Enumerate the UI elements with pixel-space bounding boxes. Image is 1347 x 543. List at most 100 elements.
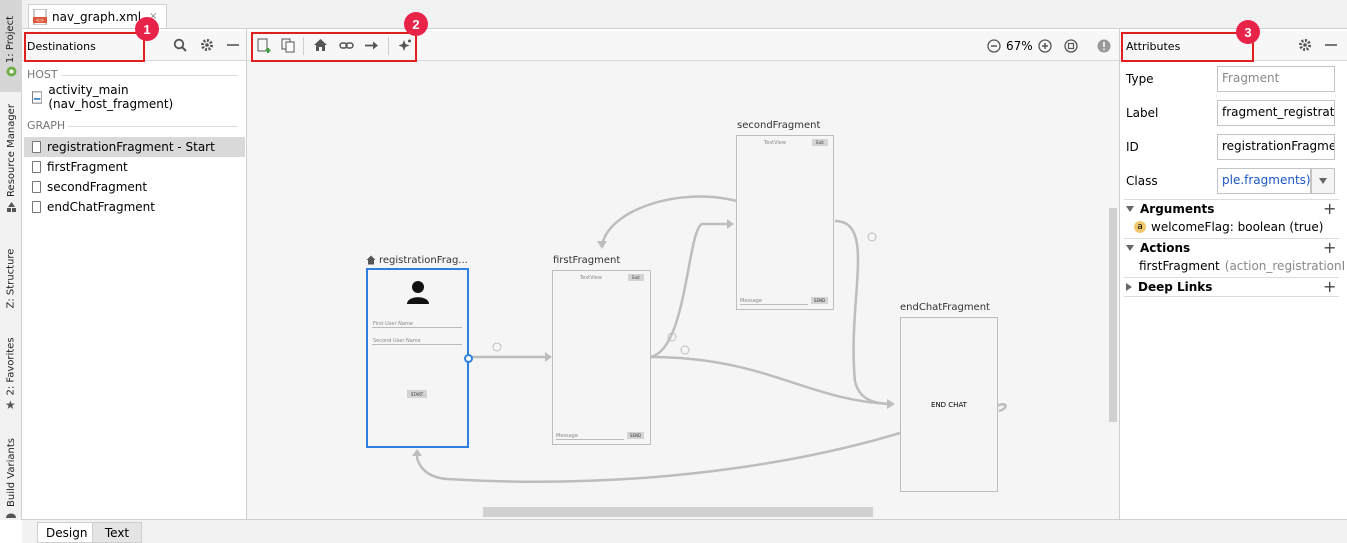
arguments-section-toggle[interactable]: Arguments xyxy=(1126,202,1214,216)
label-field[interactable]: fragment_registration xyxy=(1217,100,1335,126)
structure-tool-tab[interactable]: Z: Structure xyxy=(0,238,22,318)
send-button-preview: SEND xyxy=(627,432,644,439)
argument-item[interactable]: a welcomeFlag: boolean (true) xyxy=(1134,220,1323,234)
deep-links-section-toggle[interactable]: Deep Links xyxy=(1126,280,1212,294)
nested-graph-icon[interactable] xyxy=(281,38,296,53)
action-arrow-icon[interactable] xyxy=(364,38,379,53)
zoom-to-fit-icon[interactable] xyxy=(1064,39,1078,53)
action-arrows xyxy=(412,195,1007,483)
class-label: Class xyxy=(1126,174,1158,188)
start-button-preview: START xyxy=(407,390,427,398)
arrow-head xyxy=(887,399,895,409)
design-tab[interactable]: Design xyxy=(37,522,97,543)
pop-indicator-icon xyxy=(492,342,502,352)
second-node-label: secondFragment xyxy=(737,120,821,131)
destination-item-first[interactable]: firstFragment xyxy=(24,157,245,177)
pop-indicator-icon xyxy=(680,345,690,355)
action-item[interactable]: firstFragment (action_registrationFr xyxy=(1134,259,1344,273)
project-tool-tab[interactable]: 1: Project xyxy=(0,0,22,92)
fragment-icon xyxy=(32,161,41,173)
destination-item-registration[interactable]: registrationFragment - Start xyxy=(24,137,245,157)
xml-file-icon: <> xyxy=(33,8,47,25)
destination-item-label: secondFragment xyxy=(47,180,148,194)
favorites-tool-tab[interactable]: 2: Favorites xyxy=(0,333,22,399)
argument-label: welcomeFlag: boolean (true) xyxy=(1151,220,1324,234)
issues-warning-icon[interactable] xyxy=(1097,39,1111,53)
label-label: Label xyxy=(1126,106,1159,120)
action-arrow-first-second xyxy=(649,222,727,359)
second-user-name-underline xyxy=(372,344,462,345)
collapse-arrow-icon xyxy=(1126,283,1132,291)
id-label: ID xyxy=(1126,140,1139,154)
zoom-in-icon[interactable] xyxy=(1038,39,1052,53)
vertical-scrollbar[interactable] xyxy=(1109,208,1117,422)
toolbar-divider xyxy=(303,37,304,55)
text-tab[interactable]: Text xyxy=(92,522,142,543)
textview-preview: TextView xyxy=(764,140,786,146)
tool-window-strip: 1: Project Resource Manager Z: Structure… xyxy=(0,0,22,520)
design-toolbar xyxy=(247,31,1119,61)
close-tab-icon[interactable]: × xyxy=(149,11,158,22)
attributes-divider xyxy=(1124,199,1339,200)
expand-arrow-icon xyxy=(1126,206,1134,212)
auto-arrange-icon[interactable] xyxy=(397,38,412,53)
left-panel-divider xyxy=(246,29,247,519)
action-handle[interactable] xyxy=(464,354,473,363)
fragment-icon xyxy=(32,201,41,213)
class-field[interactable]: ple.fragments) xyxy=(1217,168,1311,194)
android-icon xyxy=(6,66,17,77)
build-variants-tool-tab[interactable]: Build Variants xyxy=(0,430,22,515)
horizontal-scrollbar[interactable] xyxy=(483,507,873,517)
second-user-name-hint: Second User Name xyxy=(373,338,421,344)
attributes-divider xyxy=(1124,238,1339,239)
first-fragment-node[interactable]: TextView Exit Message SEND xyxy=(552,270,651,445)
second-fragment-node[interactable]: TextView Exit Message SEND xyxy=(736,135,834,310)
destination-item-second[interactable]: secondFragment xyxy=(24,177,245,197)
navigation-graph-canvas[interactable]: registrationFrag... First User Name Seco… xyxy=(247,61,1119,519)
type-field[interactable]: Fragment xyxy=(1217,66,1335,92)
arrow-head xyxy=(727,219,734,229)
gear-icon[interactable] xyxy=(200,38,214,52)
id-field[interactable]: registrationFragment xyxy=(1217,134,1335,160)
endchat-fragment-node[interactable]: END CHAT xyxy=(900,317,998,492)
annotation-badge-1: 1 xyxy=(135,17,159,41)
add-deep-link-icon[interactable]: + xyxy=(1323,277,1337,296)
attributes-divider xyxy=(1124,277,1339,278)
destination-item-label: endChatFragment xyxy=(47,200,155,214)
registration-node-label: registrationFrag... xyxy=(379,255,468,266)
first-user-name-hint: First User Name xyxy=(373,321,413,327)
host-section-header: HOST xyxy=(27,68,58,81)
android-build-icon xyxy=(6,513,16,518)
minimize-icon[interactable] xyxy=(226,38,240,52)
resource-manager-tool-tab[interactable]: Resource Manager xyxy=(0,100,22,200)
new-destination-icon[interactable] xyxy=(257,38,272,53)
arrow-head xyxy=(597,241,607,249)
start-destination-home-icon xyxy=(366,255,376,265)
gear-icon[interactable] xyxy=(1298,38,1312,52)
arrow-head xyxy=(545,352,552,362)
actions-section-toggle[interactable]: Actions xyxy=(1126,241,1190,255)
add-action-icon[interactable]: + xyxy=(1323,238,1337,257)
destination-item-label: registrationFragment - Start xyxy=(47,140,215,154)
type-label: Type xyxy=(1126,72,1154,86)
destination-item-endchat[interactable]: endChatFragment xyxy=(24,197,245,217)
class-dropdown-button[interactable] xyxy=(1311,168,1335,194)
registration-fragment-node[interactable]: First User Name Second User Name START xyxy=(366,268,473,448)
deep-links-header: Deep Links xyxy=(1138,280,1213,294)
send-button-preview: SEND xyxy=(811,297,828,304)
textview-preview: TextView xyxy=(580,275,602,281)
editor-tab-bar: <> nav_graph.xml × xyxy=(22,0,1347,29)
pop-indicator-icon xyxy=(867,232,877,242)
attributes-divider xyxy=(1124,296,1339,297)
structure-tab-label: Z: Structure xyxy=(5,248,17,308)
add-argument-icon[interactable]: + xyxy=(1323,199,1337,218)
action-target-label: firstFragment xyxy=(1139,259,1220,273)
minimize-icon[interactable] xyxy=(1324,38,1338,52)
search-icon[interactable] xyxy=(173,38,187,52)
deep-link-icon[interactable] xyxy=(339,38,354,53)
activity-icon xyxy=(32,90,43,104)
zoom-out-icon[interactable] xyxy=(987,39,1001,53)
highlight-toolbar-box xyxy=(251,32,417,62)
host-activity-item[interactable]: activity_main (nav_host_fragment) xyxy=(24,83,245,111)
home-icon[interactable] xyxy=(313,38,328,53)
